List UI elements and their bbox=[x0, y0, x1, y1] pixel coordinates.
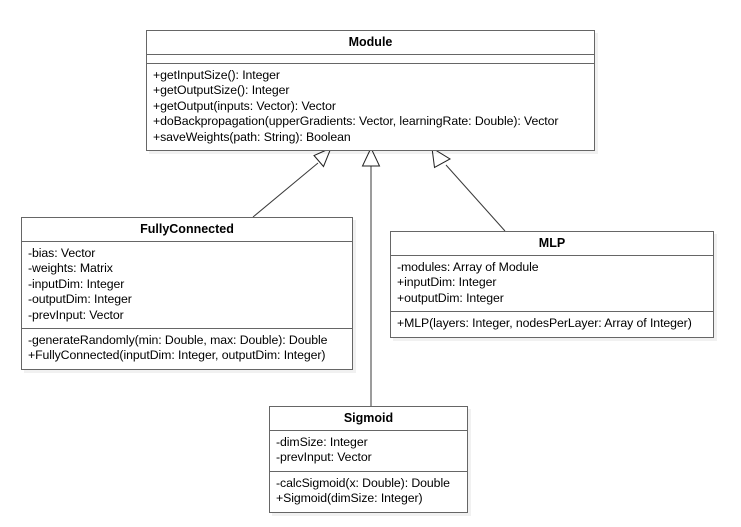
operation-item: -generateRandomly(min: Double, max: Doub… bbox=[28, 333, 328, 348]
operations-compartment-module: +getInputSize(): Integer +getOutputSize(… bbox=[147, 63, 594, 150]
operation-item: +saveWeights(path: String): Boolean bbox=[153, 129, 351, 144]
operations-compartment-fullyconnected: -generateRandomly(min: Double, max: Doub… bbox=[22, 328, 352, 369]
attributes-compartment-sigmoid: -dimSize: Integer -prevInput: Vector bbox=[270, 430, 467, 471]
uml-class-module[interactable]: Module +getInputSize(): Integer +getOutp… bbox=[146, 30, 595, 152]
attribute-item: -inputDim: Integer bbox=[28, 276, 125, 291]
attributes-compartment-fullyconnected: -bias: Vector -weights: Matrix -inputDim… bbox=[22, 241, 352, 328]
operation-item: +getInputSize(): Integer bbox=[153, 68, 280, 82]
attribute-item: -bias: Vector bbox=[28, 246, 96, 260]
attribute-item: -outputDim: Integer bbox=[28, 292, 132, 307]
generalization-fullyconnected-to-module bbox=[252, 147, 332, 218]
uml-class-sigmoid[interactable]: Sigmoid -dimSize: Integer -prevInput: Ve… bbox=[269, 406, 468, 513]
attribute-item: +outputDim: Integer bbox=[397, 290, 504, 305]
attributes-compartment-module bbox=[147, 54, 594, 63]
operation-item: +doBackpropagation(upperGradients: Vecto… bbox=[153, 114, 559, 129]
uml-class-mlp[interactable]: MLP -modules: Array of Module +inputDim:… bbox=[390, 231, 714, 338]
operation-item: +FullyConnected(inputDim: Integer, outpu… bbox=[28, 348, 326, 363]
operations-compartment-mlp: +MLP(layers: Integer, nodesPerLayer: Arr… bbox=[391, 311, 713, 336]
attribute-item: -prevInput: Vector bbox=[28, 307, 124, 322]
operation-item: +getOutput(inputs: Vector): Vector bbox=[153, 98, 336, 113]
class-name-sigmoid: Sigmoid bbox=[343, 411, 394, 425]
attribute-item: +inputDim: Integer bbox=[397, 275, 497, 290]
operations-compartment-sigmoid: -calcSigmoid(x: Double): Double +Sigmoid… bbox=[270, 470, 467, 512]
operation-item: +MLP(layers: Integer, nodesPerLayer: Arr… bbox=[397, 316, 692, 331]
class-name-fullyconnected: FullyConnected bbox=[140, 222, 234, 236]
attribute-item: -dimSize: Integer bbox=[276, 435, 368, 449]
attribute-item: -modules: Array of Module bbox=[397, 260, 539, 274]
operation-item: +getOutputSize(): Integer bbox=[153, 83, 290, 98]
attributes-compartment-mlp: -modules: Array of Module +inputDim: Int… bbox=[391, 255, 713, 311]
operation-item: -calcSigmoid(x: Double): Double bbox=[276, 475, 450, 490]
operation-item: +Sigmoid(dimSize: Integer) bbox=[276, 491, 423, 506]
generalization-sigmoid-to-module bbox=[361, 146, 381, 406]
class-name-mlp: MLP bbox=[538, 236, 566, 250]
class-name-module: Module bbox=[348, 35, 393, 49]
uml-class-fullyconnected[interactable]: FullyConnected -bias: Vector -weights: M… bbox=[21, 217, 353, 370]
attribute-item: -weights: Matrix bbox=[28, 261, 113, 276]
generalization-mlp-to-module bbox=[431, 147, 506, 232]
attribute-item: -prevInput: Vector bbox=[276, 450, 372, 465]
